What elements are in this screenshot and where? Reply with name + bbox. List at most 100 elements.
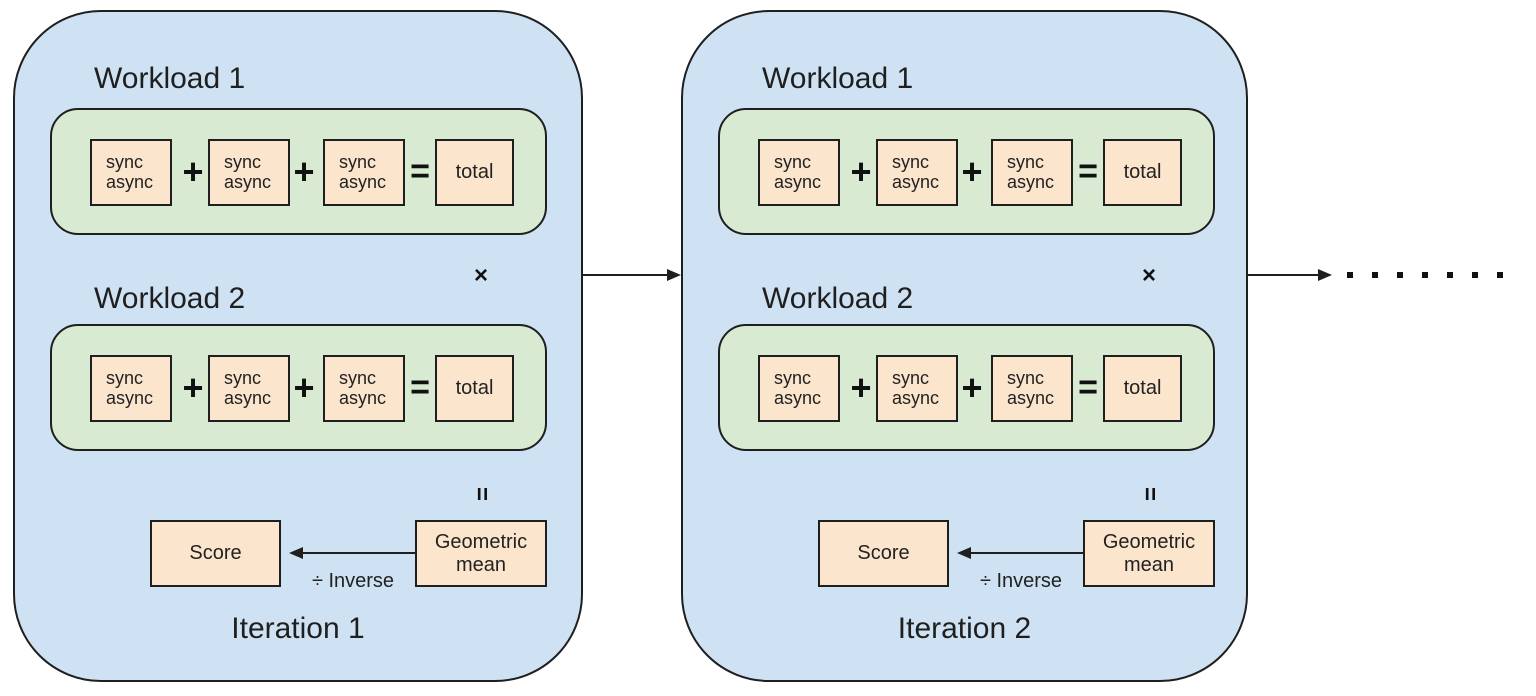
arrowhead-right-icon xyxy=(1318,269,1332,281)
sync-async-box: sync async xyxy=(323,355,405,422)
geometric-mean-label: Geometric mean xyxy=(1102,530,1196,576)
total-box: total xyxy=(435,355,514,422)
term-line-top: sync xyxy=(1007,368,1045,389)
multiply-operator: × xyxy=(473,262,489,289)
plus-operator: + xyxy=(850,150,872,192)
term-line-bottom: async xyxy=(339,171,387,192)
sync-async-box: sync async xyxy=(876,139,958,206)
total-label: total xyxy=(1123,376,1162,399)
score-label: Score xyxy=(189,542,242,564)
sync-async-box: sync async xyxy=(208,139,290,206)
total-box: total xyxy=(435,139,514,206)
geometric-mean-to-score-arrow xyxy=(289,547,415,559)
inverse-label: ÷ Inverse xyxy=(311,570,395,592)
sync-async-box: sync async xyxy=(876,355,958,422)
term-line-bottom: async xyxy=(1007,171,1055,192)
arrowhead-right-icon xyxy=(667,269,681,281)
workload-1-pipeline: sync async + sync async + sync async = t… xyxy=(718,108,1215,235)
continuation-dots xyxy=(1347,272,1503,278)
equals-operator: = xyxy=(1078,368,1098,406)
term-line-top: sync xyxy=(106,152,144,173)
sync-async-box: sync async xyxy=(90,139,172,206)
plus-operator: + xyxy=(182,150,204,192)
continuation-dot xyxy=(1447,272,1453,278)
term-line-top: sync xyxy=(339,152,377,173)
workload-2-label: Workload 2 xyxy=(94,282,246,315)
sync-async-box: sync async xyxy=(90,355,172,422)
workload-1-pipeline: sync async + sync async + sync async = t… xyxy=(50,108,547,235)
equals-operator: = xyxy=(1078,152,1098,190)
equals-operator: = xyxy=(410,152,430,190)
term-line-top: sync xyxy=(1007,152,1045,173)
total-box: total xyxy=(1103,355,1182,422)
plus-operator: + xyxy=(961,366,983,408)
vertical-equals-operator: = xyxy=(1136,486,1163,502)
term-line-top: sync xyxy=(774,368,812,389)
flow-arrow-iteration2-continuation xyxy=(1248,269,1332,281)
term-line-bottom: async xyxy=(224,387,272,408)
score-box: Score xyxy=(150,520,281,587)
total-label: total xyxy=(1123,160,1162,183)
workload-2-pipeline: sync async + sync async + sync async = t… xyxy=(718,324,1215,451)
term-line-bottom: async xyxy=(106,171,154,192)
sync-async-box: sync async xyxy=(758,355,840,422)
plus-operator: + xyxy=(850,366,872,408)
term-line-bottom: async xyxy=(1007,387,1055,408)
geometric-mean-label: Geometric mean xyxy=(434,530,528,576)
geometric-mean-box: Geometric mean xyxy=(1083,520,1215,587)
term-line-bottom: async xyxy=(106,387,154,408)
term-line-bottom: async xyxy=(339,387,387,408)
plus-operator: + xyxy=(182,366,204,408)
score-box: Score xyxy=(818,520,949,587)
term-line-bottom: async xyxy=(774,171,822,192)
total-label: total xyxy=(455,376,494,399)
arrow-line xyxy=(1248,274,1318,276)
sync-async-box: sync async xyxy=(991,355,1073,422)
continuation-dot xyxy=(1347,272,1353,278)
iteration-1-container: Workload 1 sync async + sync async + syn… xyxy=(13,10,583,682)
term-line-top: sync xyxy=(774,152,812,173)
inverse-label: ÷ Inverse xyxy=(979,570,1063,592)
workload-2-label: Workload 2 xyxy=(762,282,914,315)
continuation-dot xyxy=(1397,272,1403,278)
term-line-top: sync xyxy=(892,152,930,173)
term-line-top: sync xyxy=(339,368,377,389)
geometric-mean-to-score-arrow xyxy=(957,547,1083,559)
continuation-dot xyxy=(1422,272,1428,278)
continuation-dot xyxy=(1497,272,1503,278)
arrow-line xyxy=(303,552,415,554)
iteration-2-label: Iteration 2 xyxy=(897,612,1032,645)
term-line-top: sync xyxy=(106,368,144,389)
total-label: total xyxy=(455,160,494,183)
sync-async-box: sync async xyxy=(323,139,405,206)
flow-arrow-iteration1-to-iteration2 xyxy=(583,269,681,281)
term-line-bottom: async xyxy=(224,171,272,192)
plus-operator: + xyxy=(293,150,315,192)
term-line-top: sync xyxy=(224,152,262,173)
continuation-dot xyxy=(1372,272,1378,278)
sync-async-box: sync async xyxy=(758,139,840,206)
term-line-bottom: async xyxy=(892,387,940,408)
total-box: total xyxy=(1103,139,1182,206)
multiply-operator: × xyxy=(1141,262,1157,289)
iteration-1-label: Iteration 1 xyxy=(231,612,365,645)
arrowhead-left-icon xyxy=(289,547,303,559)
plus-operator: + xyxy=(293,366,315,408)
term-line-top: sync xyxy=(224,368,262,389)
plus-operator: + xyxy=(961,150,983,192)
vertical-equals-operator: = xyxy=(468,486,495,502)
term-line-top: sync xyxy=(892,368,930,389)
equals-operator: = xyxy=(410,368,430,406)
score-label: Score xyxy=(857,542,910,564)
term-line-bottom: async xyxy=(892,171,940,192)
geometric-mean-box: Geometric mean xyxy=(415,520,547,587)
arrowhead-left-icon xyxy=(957,547,971,559)
iteration-2-container: Workload 1 sync async + sync async + syn… xyxy=(681,10,1248,682)
arrow-line xyxy=(971,552,1083,554)
workload-1-label: Workload 1 xyxy=(94,62,246,95)
sync-async-box: sync async xyxy=(208,355,290,422)
workload-2-pipeline: sync async + sync async + sync async = t… xyxy=(50,324,547,451)
arrow-line xyxy=(583,274,667,276)
term-line-bottom: async xyxy=(774,387,822,408)
